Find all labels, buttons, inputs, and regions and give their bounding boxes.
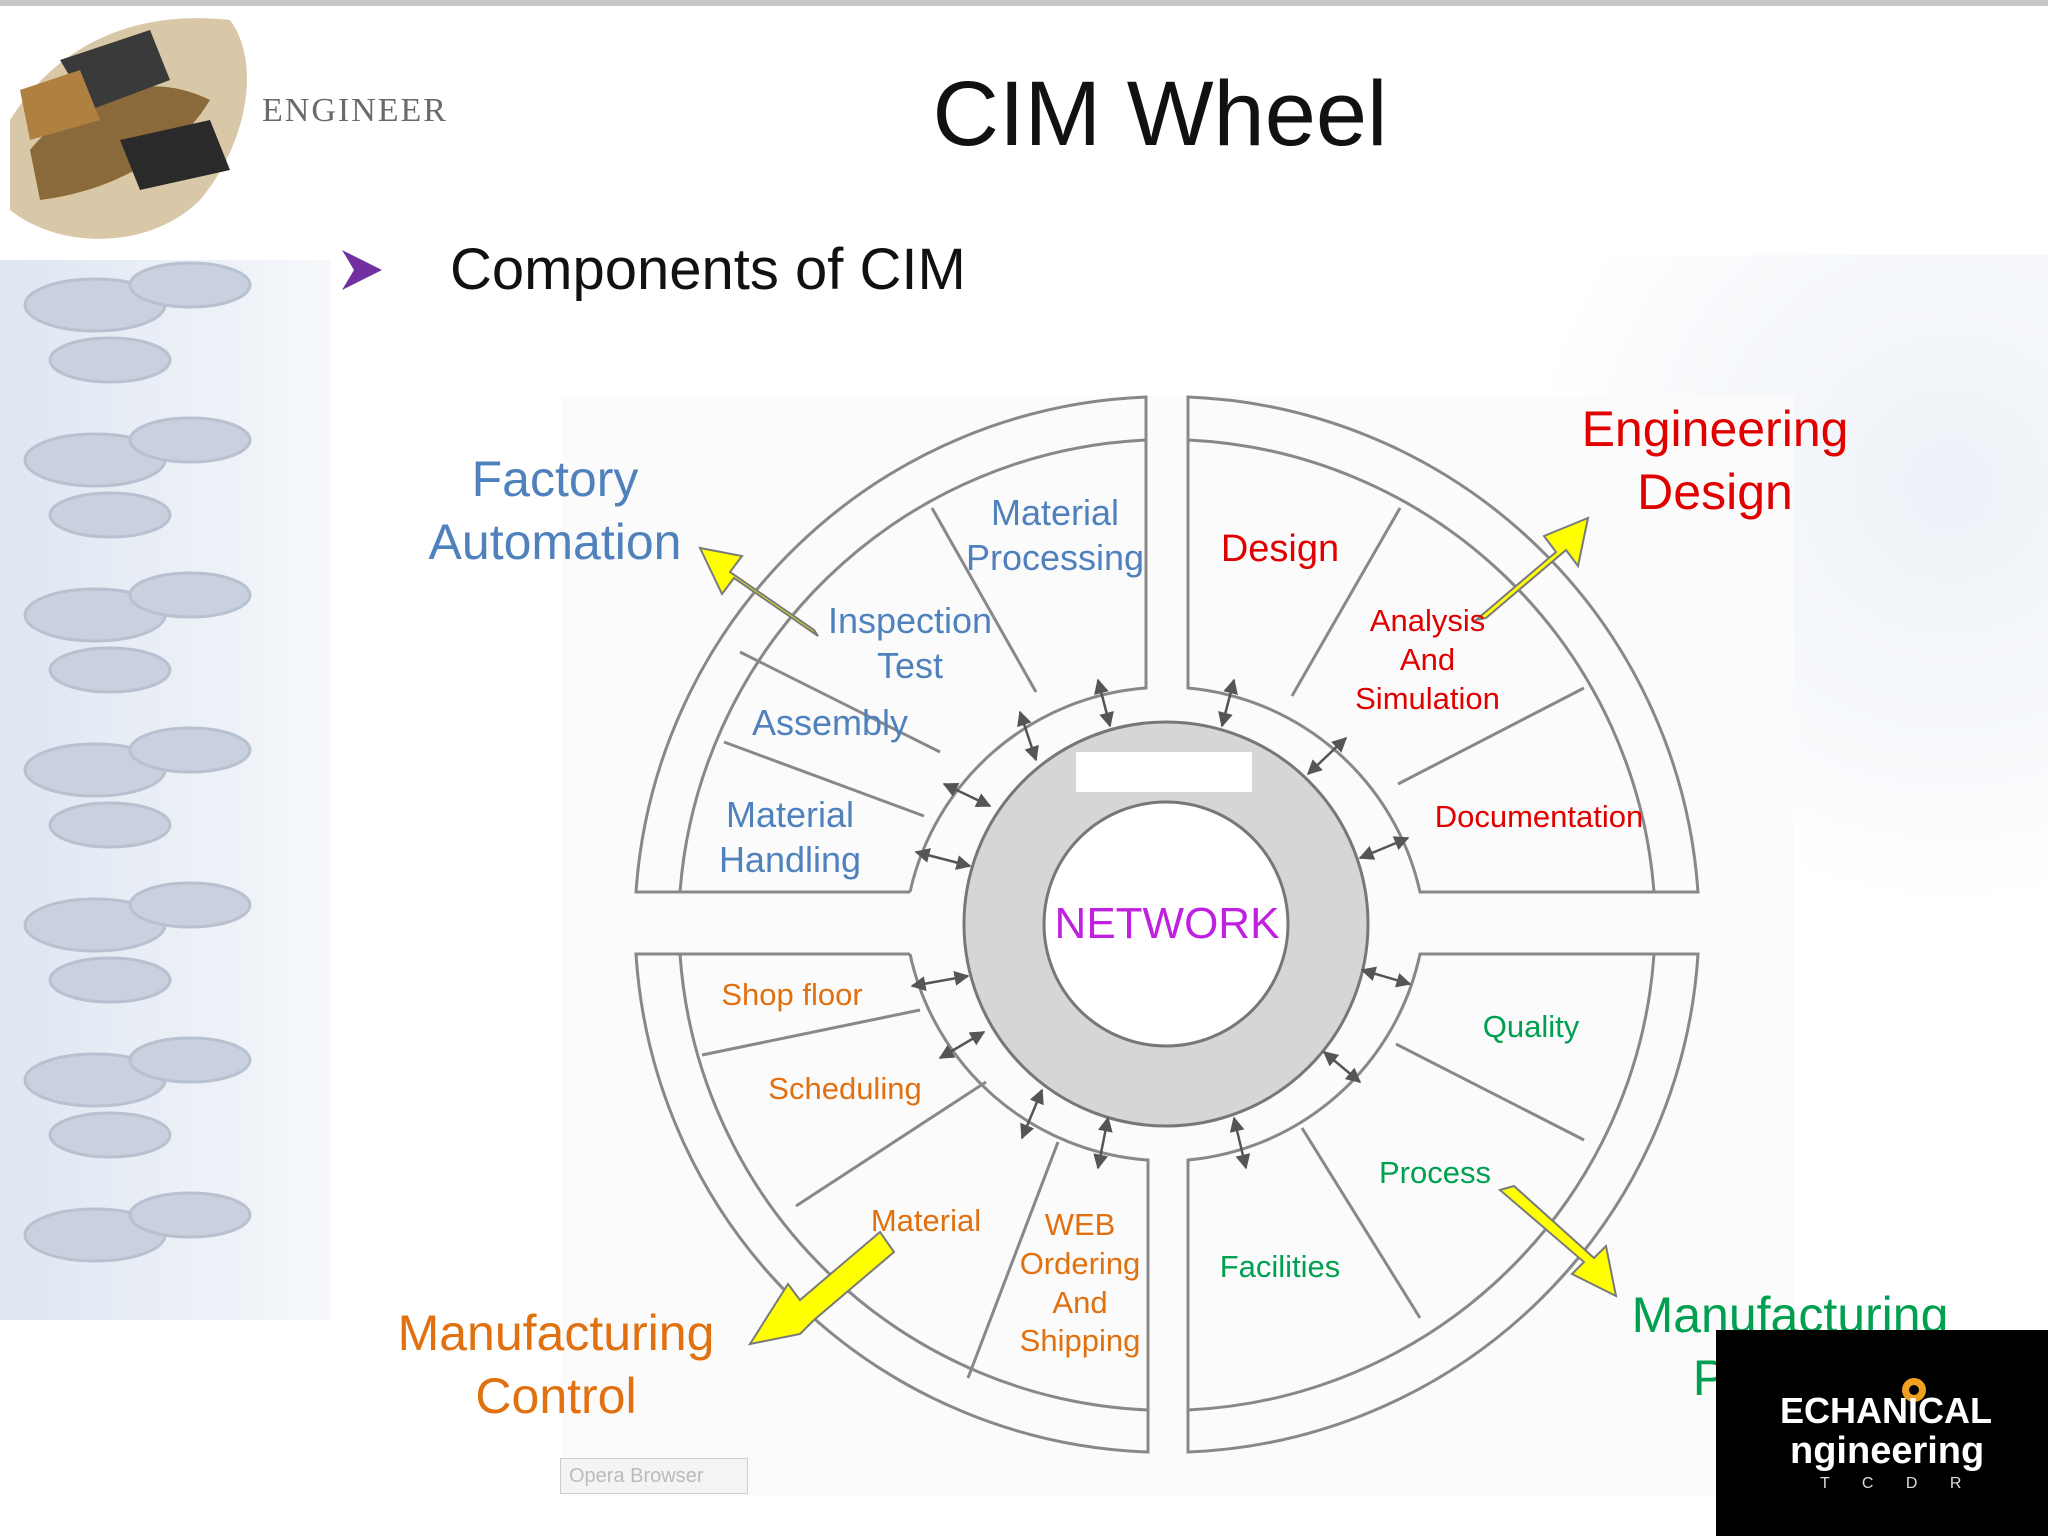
mechanical-engineering-logo [1716, 1330, 2048, 1536]
bullet-arrow-icon [342, 250, 382, 290]
manufacturing-control-title: Manufacturing Control [397, 1305, 715, 1424]
facilities-label: Facilities [1219, 1249, 1341, 1284]
slide-subtitle: Components of CIM [450, 237, 966, 302]
engineering-design-title: Engineering Design [1581, 401, 1849, 520]
quadrant-top-left-outline [634, 395, 1148, 894]
factory-automation-title: Factory Automation [428, 451, 682, 570]
factory-automation-arrow-icon [698, 546, 819, 637]
gear-pattern-icon [23, 261, 252, 1263]
quadrant-bottom-left-outline [634, 952, 1150, 1454]
inspection-test-label: Inspection Test [827, 600, 993, 686]
shop-floor-label: Shop floor [721, 977, 863, 1012]
manufacturing-planning-arrow-icon [1497, 1184, 1618, 1298]
documentation-label: Documentation [1434, 799, 1644, 834]
process-label: Process [1379, 1155, 1491, 1190]
network-core [1042, 800, 1290, 1048]
assembly-label: Assembly [751, 702, 909, 743]
scheduling-label: Scheduling [768, 1071, 922, 1106]
quadrant-top-right-outline [1186, 395, 1700, 894]
logo-line-1: ECHANICAL [1780, 1390, 1992, 1431]
slide-title: CIM Wheel [932, 63, 1388, 165]
web-ordering-shipping-label: WEB Ordering And Shipping [1019, 1207, 1141, 1359]
top-border [0, 0, 2048, 6]
logo-line-2: ngineering [1790, 1430, 1985, 1472]
material-processing-label: Material Processing [965, 492, 1145, 578]
quadrant-bottom-right-outline [1186, 952, 1700, 1454]
browser-tab[interactable]: Opera Browser [560, 1458, 748, 1494]
design-label: Design [1220, 528, 1340, 570]
gear-background-panel [0, 260, 330, 1320]
gear-icon [1902, 1378, 1926, 1402]
engineer-logo-art-icon [10, 18, 247, 239]
logo-text: ENGINEER [262, 92, 448, 129]
network-label: NETWORK [1054, 899, 1280, 948]
analysis-simulation-label: Analysis And Simulation [1355, 603, 1500, 716]
engineering-design-arrow-icon [1472, 516, 1590, 622]
quality-label: Quality [1482, 1009, 1580, 1044]
logo-line-3: T C D R [1820, 1475, 1976, 1492]
manufacturing-control-arrow-icon [747, 1230, 896, 1346]
material-handling-label: Material Handling [718, 794, 862, 880]
material-label: Material [870, 1203, 982, 1238]
